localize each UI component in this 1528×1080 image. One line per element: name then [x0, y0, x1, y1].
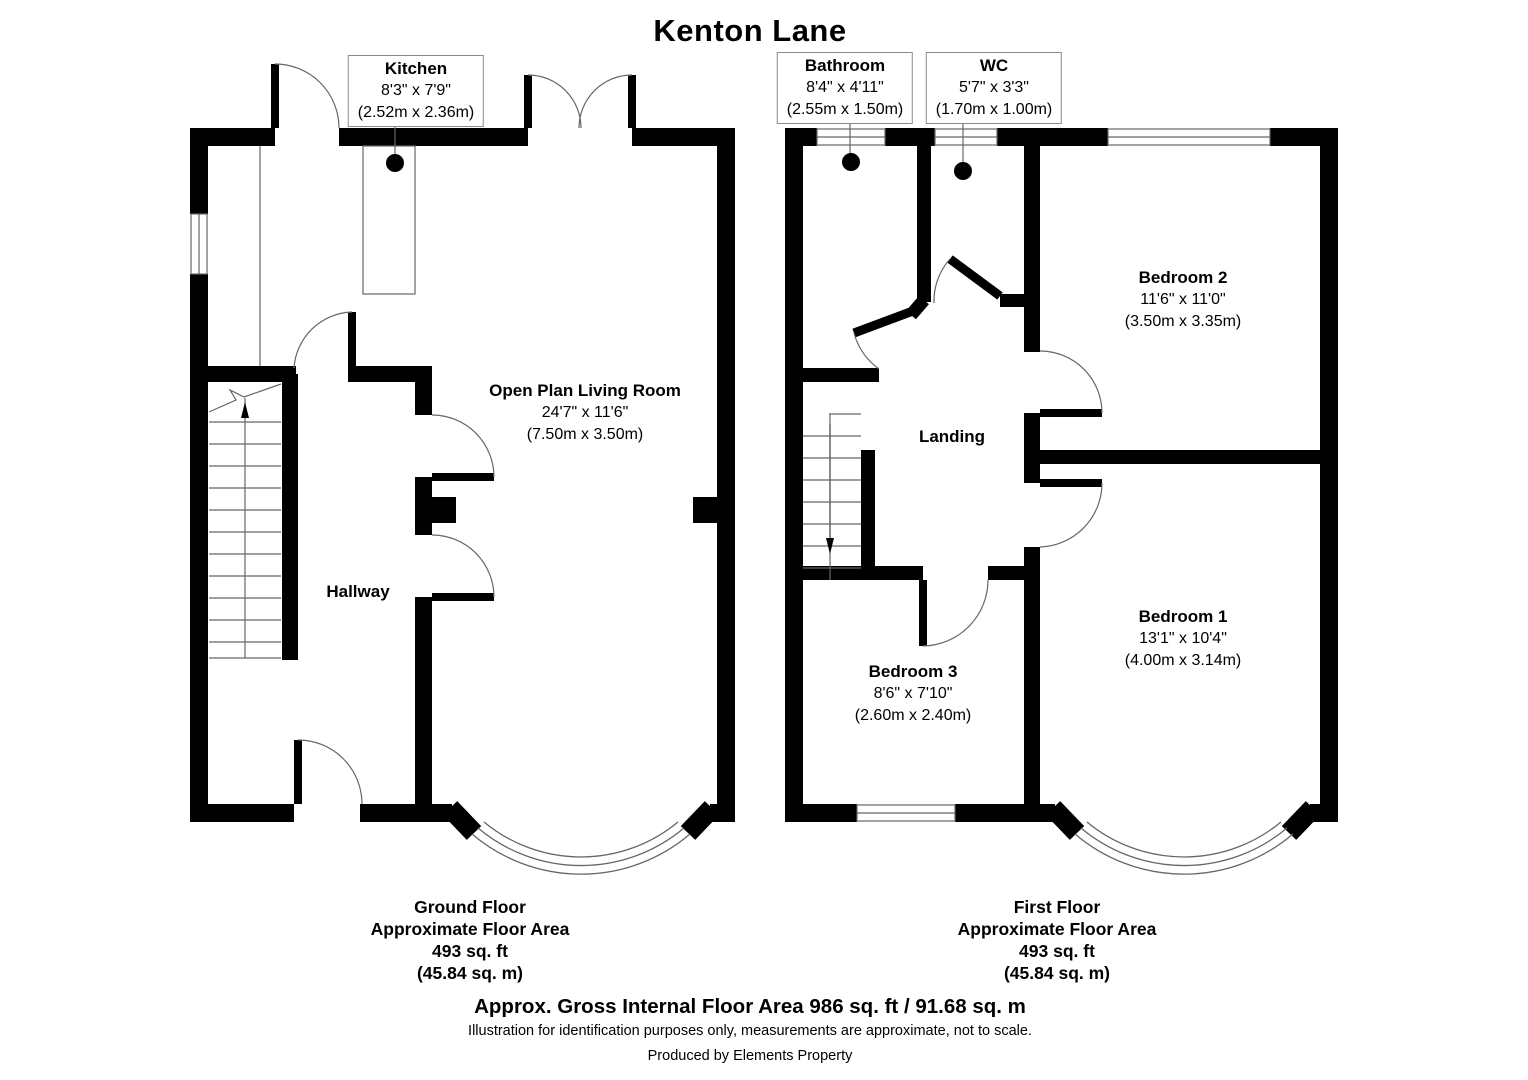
- french-door-left-leaf: [524, 75, 532, 128]
- gross-internal-area: Approx. Gross Internal Floor Area 986 sq…: [474, 995, 1026, 1018]
- bedroom3-name: Bedroom 3: [868, 662, 958, 681]
- first-floor-area-ft: 493 sq. ft: [1019, 941, 1095, 961]
- room-label-living: Open Plan Living Room 24'7" x 11'6" (7.5…: [489, 380, 681, 446]
- ground-floor-area-label: Approximate Floor Area: [370, 919, 570, 939]
- ground-floor-plan: [190, 63, 735, 875]
- room-label-hallway: Hallway: [326, 581, 389, 603]
- bedroom1-dims-imperial: 13'1" x 10'4": [1139, 630, 1227, 647]
- bedroom2-dims-metric: (3.50m x 3.35m): [1124, 313, 1242, 330]
- room-label-bedroom1: Bedroom 1 13'1" x 10'4" (4.00m x 3.14m): [1125, 606, 1241, 672]
- first-floor-plan: [785, 120, 1338, 875]
- wc-dims-metric: (1.70m x 1.00m): [935, 101, 1053, 118]
- stairs-up-arrow: [241, 402, 249, 418]
- first-floor-doors: [852, 255, 1103, 647]
- wc-label-leader: [954, 120, 972, 180]
- ground-floor-area-ft: 493 sq. ft: [432, 941, 508, 961]
- living-door-upper-leaf: [432, 473, 494, 481]
- first-floor-stairs: [803, 413, 861, 580]
- room-label-bedroom3: Bedroom 3 8'6" x 7'10" (2.60m x 2.40m): [855, 661, 971, 727]
- room-label-bedroom2: Bedroom 2 11'6" x 11'0" (3.50m x 3.35m): [1125, 267, 1241, 333]
- stair-enclosure-wall: [282, 374, 298, 660]
- back-door-leaf: [271, 64, 279, 128]
- bedroom3-dims-imperial: 8'6" x 7'10": [873, 685, 953, 702]
- first-floor-summary: First Floor Approximate Floor Area 493 s…: [958, 896, 1157, 984]
- page-title: Kenton Lane: [653, 13, 847, 48]
- stairwell-wall: [861, 450, 875, 580]
- ground-floor-area-m: (45.84 sq. m): [416, 963, 524, 983]
- kitchen-name: Kitchen: [384, 59, 448, 78]
- bedroom3-window: [856, 804, 956, 822]
- bedroom1-door-leaf: [1040, 479, 1102, 487]
- bedroom2-name: Bedroom 2: [1138, 268, 1228, 287]
- landing-name: Landing: [918, 427, 986, 446]
- kitchen-dims-imperial: 8'3" x 7'9": [381, 82, 451, 99]
- kitchen-unit: [362, 145, 416, 295]
- ground-floor-stairs: [208, 383, 282, 659]
- first-floor-windows: [816, 128, 1271, 822]
- first-floor-area-label: Approximate Floor Area: [957, 919, 1157, 939]
- bathroom-window: [816, 128, 886, 146]
- chimney-pier-right: [693, 497, 717, 523]
- bedroom3-dims-metric: (2.60m x 2.40m): [854, 707, 972, 724]
- wc-window: [934, 128, 998, 146]
- wc-dims-imperial: 5'7" x 3'3": [959, 79, 1029, 96]
- bedroom2-dims-imperial: 11'6" x 11'0": [1140, 291, 1226, 308]
- bathroom-label-leader: [842, 120, 860, 171]
- kitchen-label-leader: [386, 127, 404, 172]
- french-door-right-leaf: [628, 75, 636, 128]
- room-label-bathroom: Bathroom 8'4" x 4'11" (2.55m x 1.50m): [776, 52, 914, 124]
- first-floor-area-m: (45.84 sq. m): [1003, 963, 1111, 983]
- stairs-down-arrow: [826, 538, 834, 554]
- bedroom3-door-leaf: [919, 580, 927, 646]
- first-floor-title: First Floor: [1013, 897, 1101, 917]
- room-label-kitchen: Kitchen 8'3" x 7'9" (2.52m x 2.36m): [347, 55, 485, 127]
- wc-name: WC: [979, 56, 1009, 75]
- kitchen-fixtures: [259, 145, 416, 366]
- wc-door-leaf: [947, 255, 1003, 300]
- disclaimer-text: Illustration for identification purposes…: [468, 1023, 1032, 1039]
- back-door-swing: [274, 63, 340, 129]
- hallway-window: [190, 213, 208, 275]
- ground-floor-walls: [190, 128, 735, 822]
- bedroom2-window: [1107, 128, 1271, 146]
- bathroom-dims-imperial: 8'4" x 4'11": [806, 79, 884, 96]
- bathroom-door-leaf: [852, 306, 915, 338]
- bedroom1-dims-metric: (4.00m x 3.14m): [1124, 652, 1242, 669]
- room-label-landing: Landing: [919, 426, 985, 448]
- ground-floor-bay-window: [442, 801, 720, 875]
- first-floor-walls: [785, 128, 1338, 822]
- room-label-wc: WC 5'7" x 3'3" (1.70m x 1.00m): [925, 52, 1063, 124]
- credit-text: Produced by Elements Property: [647, 1048, 853, 1064]
- living-dims-imperial: 24'7" x 11'6": [541, 404, 629, 421]
- living-name: Open Plan Living Room: [489, 381, 681, 400]
- bedroom1-name: Bedroom 1: [1138, 607, 1228, 626]
- bathroom-name: Bathroom: [804, 56, 886, 75]
- ground-floor-summary: Ground Floor Approximate Floor Area 493 …: [371, 896, 570, 984]
- front-door-leaf: [294, 740, 302, 804]
- ground-floor-title: Ground Floor: [414, 897, 526, 917]
- living-door-lower-leaf: [432, 593, 494, 601]
- kitchen-door-leaf: [348, 312, 356, 372]
- living-dims-metric: (7.50m x 3.50m): [526, 426, 644, 443]
- ground-floor-doors: [271, 63, 636, 805]
- chimney-pier-left: [432, 497, 456, 523]
- kitchen-dims-metric: (2.52m x 2.36m): [357, 104, 475, 121]
- first-floor-bay-window: [1045, 801, 1321, 875]
- bathroom-dims-metric: (2.55m x 1.50m): [786, 101, 904, 118]
- hallway-name: Hallway: [326, 582, 390, 601]
- bedroom2-door-leaf: [1040, 409, 1102, 417]
